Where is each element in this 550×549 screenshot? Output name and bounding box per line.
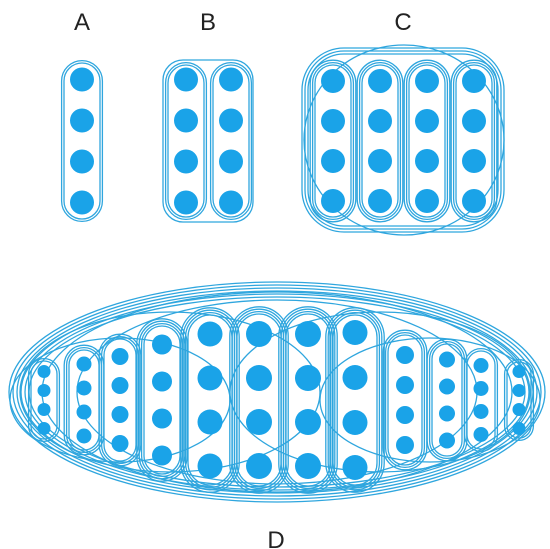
granule-dot xyxy=(112,377,129,394)
granule-dot xyxy=(112,406,129,423)
granule-dot xyxy=(462,189,486,213)
granule-dot xyxy=(70,191,94,215)
panel-b xyxy=(163,60,253,222)
panel-label-d: D xyxy=(267,527,284,549)
panel-label-b: B xyxy=(200,9,216,36)
granule-dot xyxy=(321,189,345,213)
panel-a xyxy=(62,61,103,222)
granule-dot xyxy=(174,150,198,174)
granule-dot xyxy=(439,433,455,449)
granule-dot xyxy=(415,109,439,133)
panel-c xyxy=(302,45,504,235)
granule-dot xyxy=(77,381,92,396)
granule-dot xyxy=(513,403,526,416)
granule-dot xyxy=(152,372,172,392)
granule-dot xyxy=(474,381,489,396)
granule-dot xyxy=(295,453,321,479)
granule-dot xyxy=(368,69,392,93)
granule-dot xyxy=(112,348,129,365)
granule-dot xyxy=(343,455,368,480)
granule-dot xyxy=(246,365,272,391)
granule-dot xyxy=(474,404,489,419)
granule-dot xyxy=(152,409,172,429)
granule-dot xyxy=(343,410,368,435)
granule-dot xyxy=(415,69,439,93)
granule-dot xyxy=(219,68,243,92)
granule-dot xyxy=(38,384,51,397)
granule-dot xyxy=(198,366,223,391)
granule-dot xyxy=(321,69,345,93)
granule-dot xyxy=(77,429,92,444)
granule-dot xyxy=(462,69,486,93)
granule-dot xyxy=(513,422,526,435)
granule-dot xyxy=(38,422,51,435)
granule-dot xyxy=(70,150,94,174)
granule-dot xyxy=(439,406,455,422)
granule-dot xyxy=(295,365,321,391)
granule-dot xyxy=(246,409,272,435)
granule-dot xyxy=(70,68,94,92)
granule-dot xyxy=(219,109,243,133)
granule-dot xyxy=(343,320,368,345)
granule-dot xyxy=(321,109,345,133)
granule-dot xyxy=(462,149,486,173)
granule-dot xyxy=(396,436,414,454)
granule-dot xyxy=(295,321,321,347)
granule-dot xyxy=(368,149,392,173)
granule-dot xyxy=(295,409,321,435)
granule-dot xyxy=(396,346,414,364)
granule-dot xyxy=(174,109,198,133)
granule-dot xyxy=(77,357,92,372)
granule-dot xyxy=(174,68,198,92)
granule-dot xyxy=(152,335,172,355)
granule-dot xyxy=(246,453,272,479)
panel-d xyxy=(9,282,545,502)
granule-dot xyxy=(396,376,414,394)
granule-dot xyxy=(415,149,439,173)
granule-dot xyxy=(513,384,526,397)
granule-dot xyxy=(198,322,223,347)
granule-dot xyxy=(439,352,455,368)
granule-dot xyxy=(474,427,489,442)
granule-dot xyxy=(368,109,392,133)
granule-dot xyxy=(439,379,455,395)
granule-dot xyxy=(152,446,172,466)
granule-dot xyxy=(70,109,94,133)
granule-dot xyxy=(174,191,198,215)
granule-dot xyxy=(396,406,414,424)
panel-label-a: A xyxy=(74,9,90,36)
granule-dot xyxy=(321,149,345,173)
granule-dot xyxy=(219,150,243,174)
granule-dot xyxy=(198,410,223,435)
granule-dot xyxy=(343,365,368,390)
granule-dot xyxy=(474,358,489,373)
granule-dot xyxy=(219,191,243,215)
granule-dot xyxy=(198,454,223,479)
granule-dot xyxy=(112,435,129,452)
granule-dot xyxy=(368,189,392,213)
granule-dot xyxy=(462,109,486,133)
granule-dot xyxy=(246,321,272,347)
granule-dot xyxy=(38,403,51,416)
granule-dot xyxy=(415,189,439,213)
granule-dot xyxy=(38,365,51,378)
panel-label-c: C xyxy=(394,9,411,36)
granule-dot xyxy=(513,365,526,378)
granule-dot xyxy=(77,405,92,420)
